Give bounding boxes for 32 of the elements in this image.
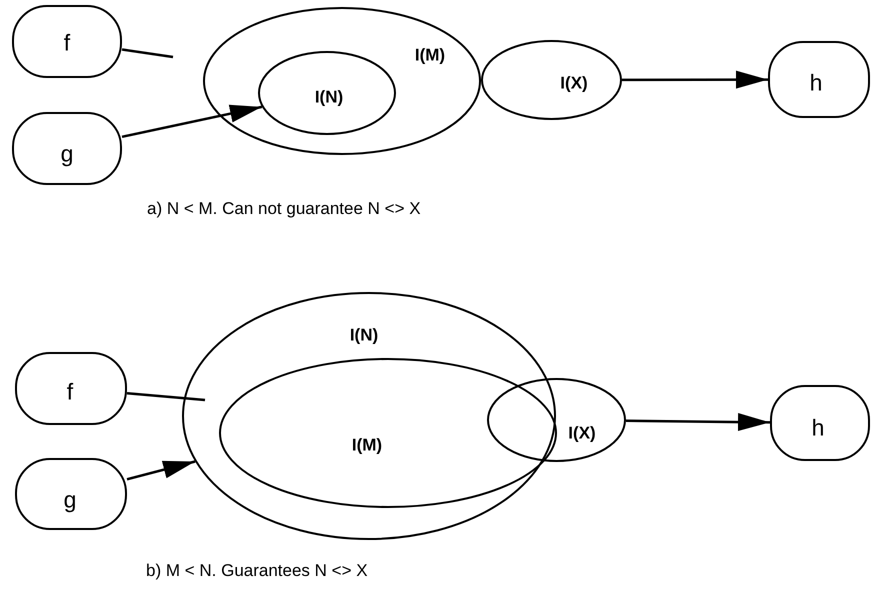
terminal-box	[15, 458, 127, 530]
node-label: f	[64, 32, 70, 54]
set-label: I(M)	[352, 436, 382, 454]
set-ellipse	[487, 378, 626, 462]
caption: a) N < M. Can not guarantee N <> X	[147, 200, 421, 217]
connector-line	[122, 48, 174, 58]
set-ellipse	[203, 7, 481, 155]
arrow	[122, 104, 262, 138]
connector-line	[126, 392, 206, 402]
set-label: I(N)	[350, 326, 378, 344]
terminal-box	[15, 352, 127, 425]
node-label: g	[64, 488, 76, 512]
node-label: g	[60, 142, 74, 166]
set-ellipse	[219, 358, 557, 508]
terminal-box	[768, 41, 870, 118]
node-label: h	[812, 416, 824, 440]
node-label: f	[66, 380, 74, 404]
set-ellipse	[481, 40, 622, 120]
terminal-box	[12, 112, 122, 185]
set-ellipse	[182, 292, 556, 540]
set-ellipse	[258, 51, 396, 135]
set-label: I(M)	[414, 46, 446, 64]
node-label: h	[810, 72, 822, 94]
arrow	[626, 413, 770, 432]
caption: b) M < N. Guarantees N <> X	[146, 562, 368, 579]
terminal-box	[12, 5, 122, 78]
arrow	[126, 460, 196, 480]
set-label: I(X)	[560, 74, 588, 92]
arrow	[622, 70, 768, 89]
set-label: I(N)	[314, 88, 344, 106]
set-label: I(X)	[568, 424, 596, 442]
terminal-box	[770, 385, 870, 461]
